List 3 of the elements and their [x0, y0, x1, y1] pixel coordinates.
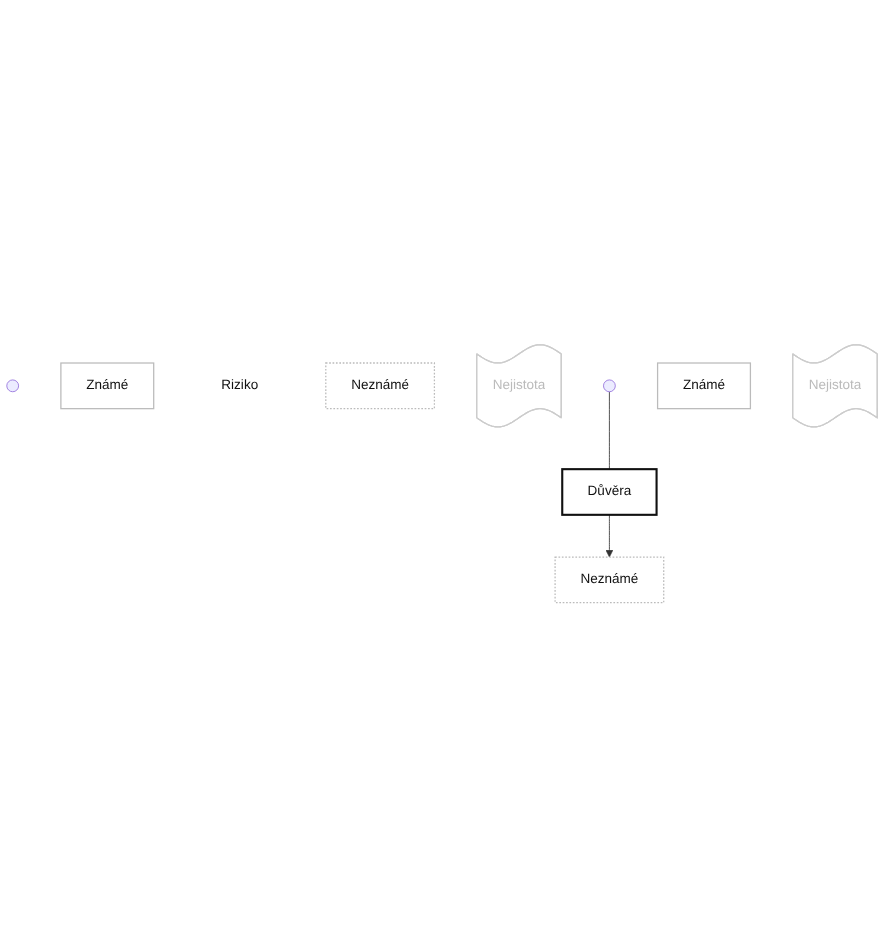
node-circle — [6, 378, 20, 392]
node-circle — [603, 378, 616, 392]
connector — [609, 390, 610, 469]
